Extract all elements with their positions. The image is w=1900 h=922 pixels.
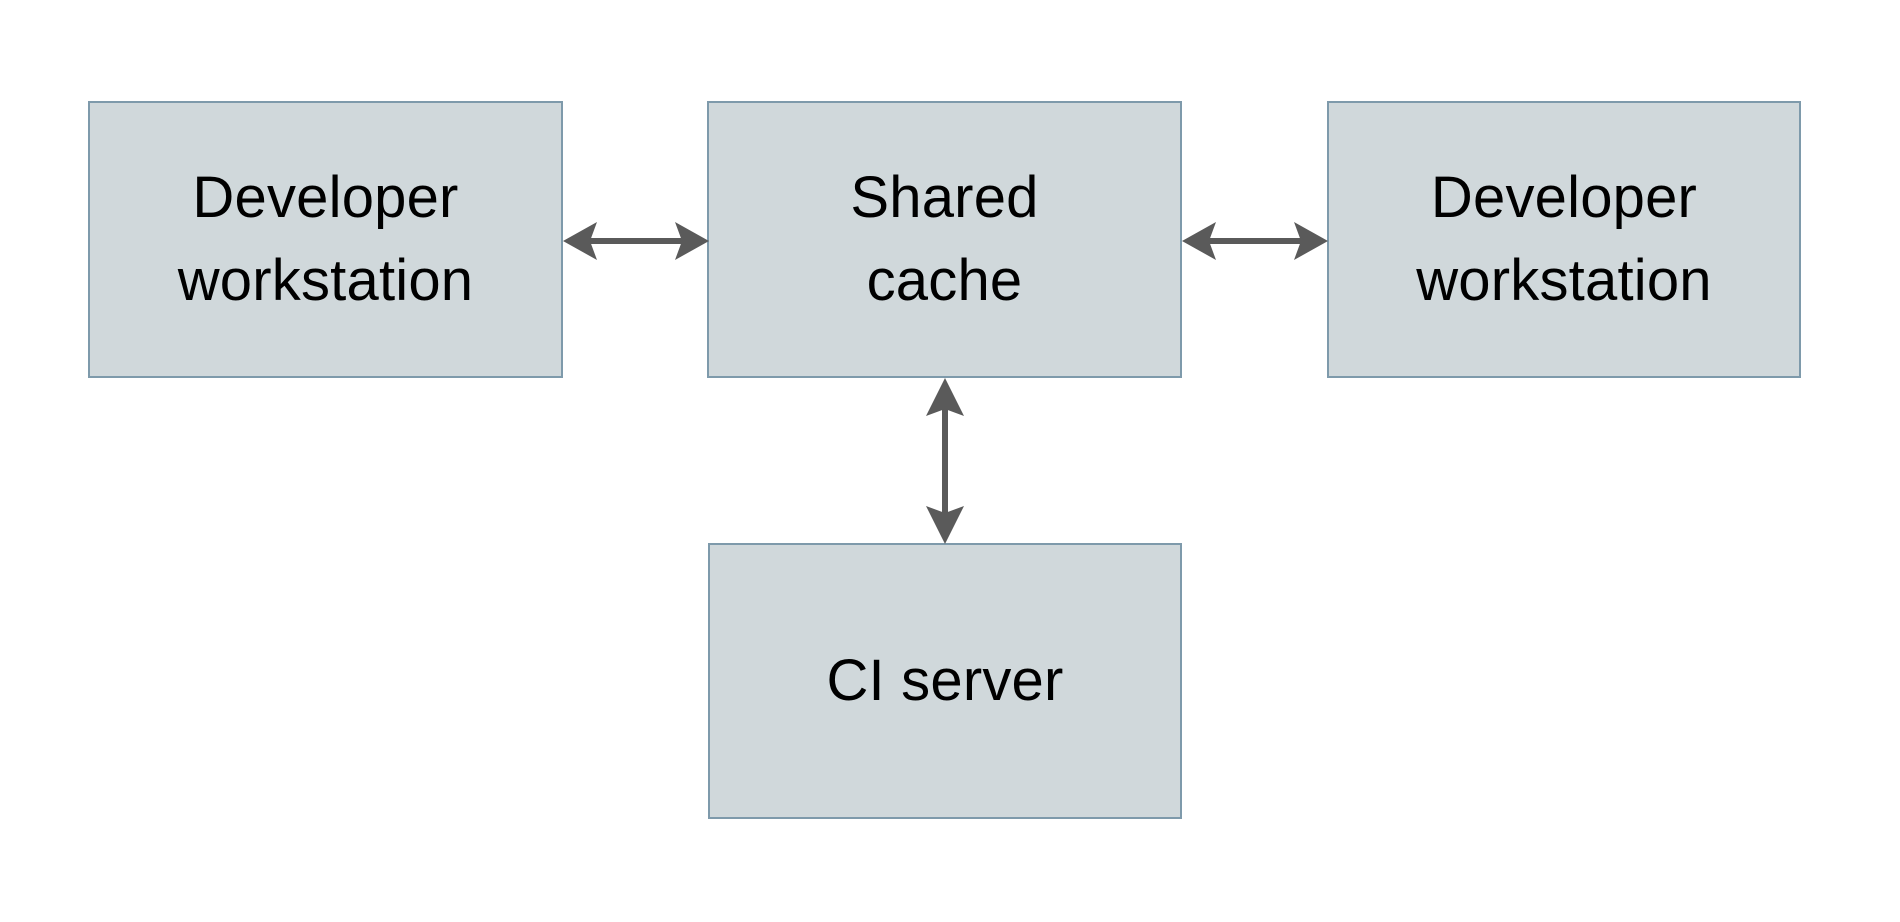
node-developer-workstation-right[interactable]: Developer workstation xyxy=(1327,101,1801,378)
node-label: Developer workstation xyxy=(177,165,474,313)
double-headed-arrow-icon xyxy=(1182,222,1328,260)
node-shared-cache[interactable]: Shared cache xyxy=(707,101,1182,378)
edge-left-workstation-to-cache xyxy=(563,212,709,270)
node-ci-server[interactable]: CI server xyxy=(708,543,1182,819)
double-headed-arrow-icon xyxy=(563,222,709,260)
edge-cache-to-right-workstation xyxy=(1182,212,1328,270)
node-developer-workstation-left[interactable]: Developer workstation xyxy=(88,101,563,378)
edge-cache-to-ci-server xyxy=(916,378,974,544)
double-headed-arrow-icon xyxy=(926,378,964,544)
node-label: CI server xyxy=(826,647,1064,713)
node-label: Developer workstation xyxy=(1416,165,1712,313)
node-label: Shared cache xyxy=(850,165,1039,313)
